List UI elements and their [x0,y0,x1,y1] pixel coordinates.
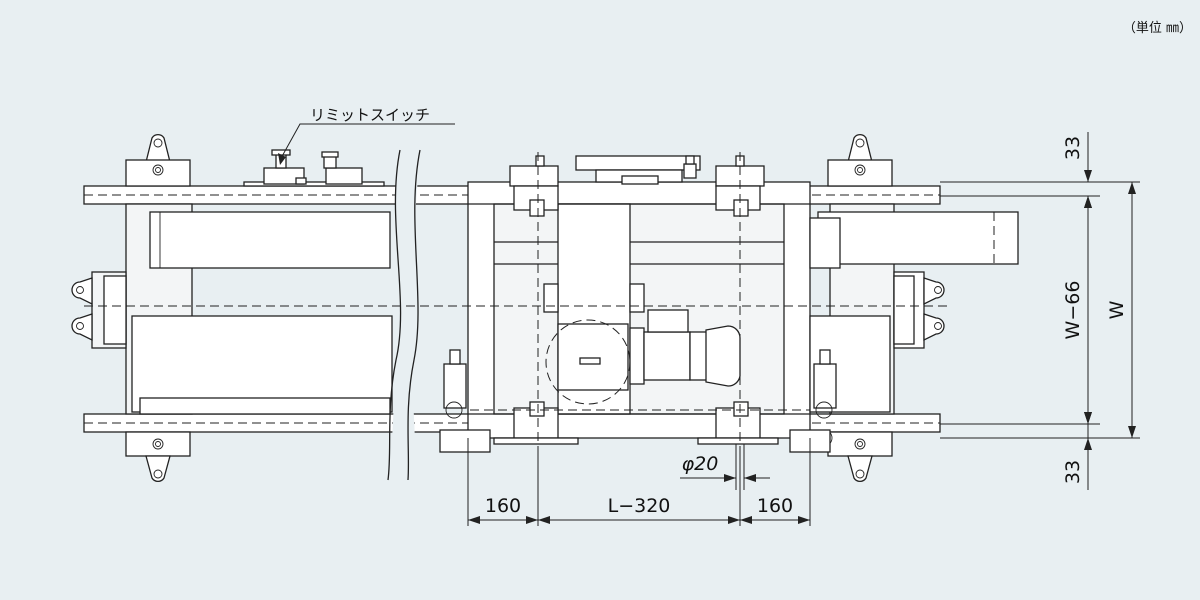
right-mounting-foot-top [827,134,893,187]
drive-motor [543,283,741,405]
dimension-pin-diameter-label: φ20 [682,453,719,475]
dimension-bottom-gap [1084,412,1092,490]
left-lifting-lug-lower [71,313,93,342]
bottom-bearing-unit-right [697,401,779,445]
limit-switch-2 [321,151,363,185]
dimension-bottom-gap-label: 33 [1062,460,1084,484]
limit-switch-leader [278,123,455,165]
left-end-frame [91,203,393,415]
units-note: （単位 ㎜） [1123,20,1192,36]
limit-switch-label: リミットスイッチ [310,106,430,124]
left-lifting-lug-upper [71,277,93,306]
top-bearing-unit-left [509,155,559,217]
dimension-arrows-bottom [468,516,810,524]
left-mounting-foot-top [125,134,191,187]
right-lifting-lug-upper [923,277,945,306]
limit-switch-1 [263,149,307,185]
dimension-overall-width [1128,182,1136,438]
dimension-right-offset-label: 160 [757,495,793,517]
dimension-inner-width-label: W−66 [1062,281,1084,340]
dimension-top-gap-label: 33 [1062,136,1084,160]
length-break-symbol [387,149,421,481]
dimension-inner-width [1084,196,1092,424]
dimension-extension-lines-right [940,181,1140,439]
limit-switch-bracket [243,181,385,187]
dimension-overall-width-label: W [1106,300,1128,319]
dimension-extension-lines-bottom [467,438,811,526]
left-take-up-unit [439,349,491,453]
dimension-left-offset-label: 160 [485,495,521,517]
bottom-bearing-unit-left [493,401,579,445]
right-end-frame [809,203,1019,415]
top-cover-plate [575,155,701,185]
left-mounting-foot-bottom [125,431,191,482]
dimension-pin-diameter [680,444,770,490]
right-lifting-lug-lower [923,313,945,342]
dimension-center-span-label: L−320 [608,495,671,517]
right-mounting-foot-bottom [827,431,893,482]
